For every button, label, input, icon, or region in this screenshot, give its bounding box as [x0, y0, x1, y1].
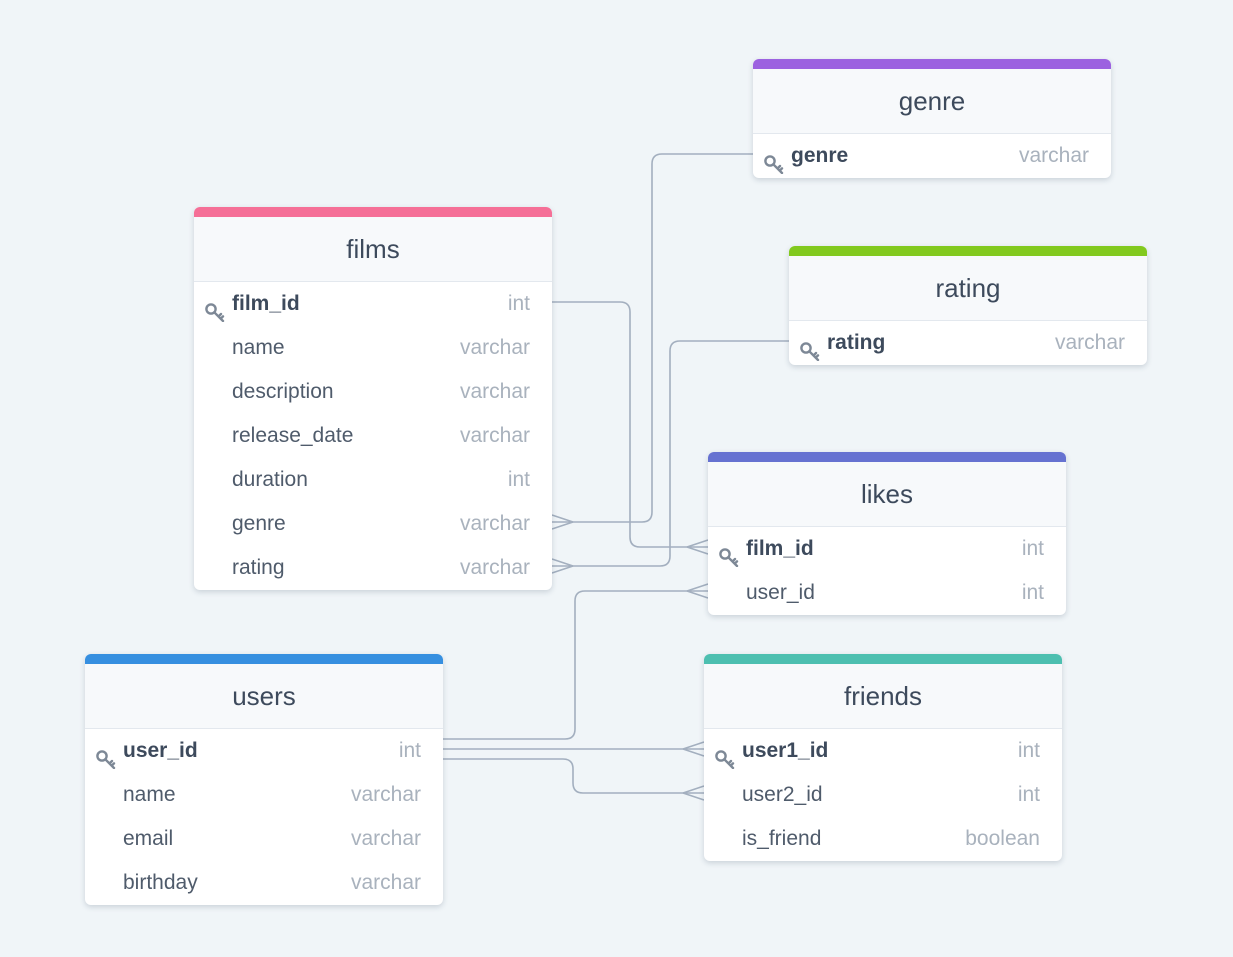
table-color-bar — [704, 654, 1062, 664]
field-row[interactable]: film_id int — [708, 527, 1066, 571]
relationship-line-users-user_id-to-friends-user2_id[interactable] — [443, 758, 704, 794]
field-name: film_id — [746, 537, 814, 560]
table-rating[interactable]: rating rating varchar — [789, 246, 1147, 365]
field-name: name — [232, 336, 285, 359]
field-type: varchar — [459, 512, 530, 535]
field-type: int — [507, 292, 530, 315]
relationship-line-rating-rating-to-films-rating[interactable] — [552, 340, 789, 567]
field-type: varchar — [459, 336, 530, 359]
field-row[interactable]: birthday varchar — [85, 861, 443, 905]
field-type: boolean — [965, 827, 1040, 850]
field-row[interactable]: name varchar — [194, 326, 552, 370]
relationship-line-genre-genre-to-films-genre[interactable] — [552, 153, 753, 523]
field-type: varchar — [1018, 144, 1089, 167]
field-row[interactable]: user1_id int — [704, 729, 1062, 773]
key-icon — [799, 333, 821, 362]
field-name: description — [232, 380, 334, 403]
field-name: film_id — [232, 292, 300, 315]
field-type: int — [1021, 537, 1044, 560]
table-title[interactable]: users — [85, 664, 443, 729]
field-type: varchar — [459, 380, 530, 403]
table-title[interactable]: rating — [789, 256, 1147, 321]
field-type: varchar — [350, 827, 421, 850]
field-type: int — [1017, 739, 1040, 762]
key-icon — [763, 146, 785, 175]
field-type: varchar — [350, 871, 421, 894]
crows-foot-icon — [551, 558, 574, 574]
key-icon — [204, 294, 226, 323]
field-type: int — [1021, 581, 1044, 604]
field-name: rating — [232, 556, 285, 579]
field-name: name — [123, 783, 176, 806]
crows-foot-icon — [682, 741, 705, 757]
relationship-line-films-film_id-to-likes-film_id[interactable] — [552, 301, 708, 548]
field-row[interactable]: name varchar — [85, 773, 443, 817]
table-color-bar — [753, 59, 1111, 69]
table-title[interactable]: likes — [708, 462, 1066, 527]
field-name: is_friend — [742, 827, 822, 850]
crows-foot-icon — [686, 539, 709, 555]
field-type: int — [1017, 783, 1040, 806]
relationship-line-users-user_id-to-likes-user_id[interactable] — [443, 590, 708, 740]
field-row[interactable]: film_id int — [194, 282, 552, 326]
field-row[interactable]: user_id int — [708, 571, 1066, 615]
field-row[interactable]: user_id int — [85, 729, 443, 773]
field-type: varchar — [459, 424, 530, 447]
field-row[interactable]: email varchar — [85, 817, 443, 861]
field-name: email — [123, 827, 174, 850]
field-name: genre — [232, 512, 286, 535]
table-title[interactable]: friends — [704, 664, 1062, 729]
field-name: rating — [827, 331, 886, 354]
field-row[interactable]: rating varchar — [789, 321, 1147, 365]
key-icon — [95, 741, 117, 770]
field-type: int — [507, 468, 530, 491]
table-title[interactable]: films — [194, 217, 552, 282]
field-row[interactable]: description varchar — [194, 370, 552, 414]
field-type: varchar — [1054, 331, 1125, 354]
field-name: user_id — [123, 739, 198, 762]
field-type: varchar — [350, 783, 421, 806]
field-row[interactable]: user2_id int — [704, 773, 1062, 817]
field-name: user1_id — [742, 739, 829, 762]
table-color-bar — [708, 452, 1066, 462]
key-icon — [714, 741, 736, 770]
crows-foot-icon — [686, 583, 709, 599]
field-row[interactable]: rating varchar — [194, 546, 552, 590]
field-row[interactable]: is_friend boolean — [704, 817, 1062, 861]
field-row[interactable]: genre varchar — [753, 134, 1111, 178]
field-name: duration — [232, 468, 308, 491]
table-color-bar — [194, 207, 552, 217]
field-row[interactable]: genre varchar — [194, 502, 552, 546]
field-name: release_date — [232, 424, 354, 447]
field-name: birthday — [123, 871, 198, 894]
field-name: user2_id — [742, 783, 823, 806]
field-name: user_id — [746, 581, 815, 604]
table-genre[interactable]: genre genre varchar — [753, 59, 1111, 178]
field-type: varchar — [459, 556, 530, 579]
field-name: genre — [791, 144, 849, 167]
table-color-bar — [789, 246, 1147, 256]
table-title[interactable]: genre — [753, 69, 1111, 134]
table-color-bar — [85, 654, 443, 664]
field-row[interactable]: release_date varchar — [194, 414, 552, 458]
crows-foot-icon — [682, 785, 705, 801]
field-row[interactable]: duration int — [194, 458, 552, 502]
key-icon — [718, 539, 740, 568]
crows-foot-icon — [551, 514, 574, 530]
field-type: int — [398, 739, 421, 762]
